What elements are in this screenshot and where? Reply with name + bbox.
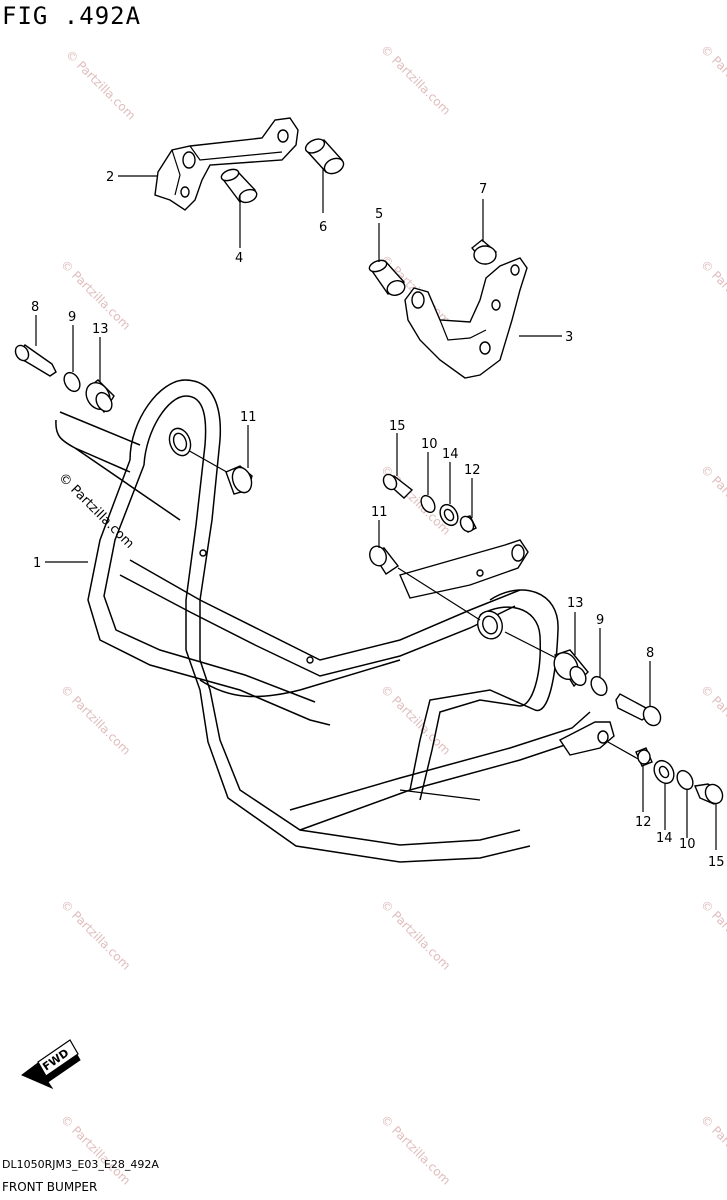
callout-1: 1	[33, 556, 41, 571]
bracket-part-3	[404, 257, 528, 379]
callout-12-lower: 12	[635, 815, 652, 830]
right-upper-hardware	[382, 473, 477, 533]
right-lower-hardware	[607, 741, 724, 805]
callout-11-right: 11	[371, 505, 388, 520]
callout-11-left: 11	[240, 410, 257, 425]
figure-title: FIG .492A	[2, 2, 142, 30]
watermark: © Partzilla.com	[58, 897, 133, 972]
watermark: © Partzilla.com	[698, 42, 727, 117]
callout-6: 6	[319, 220, 327, 235]
callout-10-lower: 10	[679, 837, 696, 852]
watermark: © Partzilla.com	[378, 897, 453, 972]
watermark: © Partzilla.com	[63, 47, 138, 122]
callout-8-right: 8	[646, 646, 654, 661]
watermark: © Partzilla.com	[698, 682, 727, 757]
callout-10-upper: 10	[421, 437, 438, 452]
right-middle-hardware	[504, 631, 662, 727]
spacer-part-5	[368, 259, 406, 296]
callout-12-upper: 12	[464, 463, 481, 478]
callout-8-left: 8	[31, 300, 39, 315]
bracket-part-2	[154, 117, 299, 211]
bumper-frame-part-1	[55, 379, 615, 863]
watermark: © Partzilla.com	[378, 682, 453, 757]
callout-14-lower: 14	[656, 831, 673, 846]
callout-3: 3	[565, 330, 573, 345]
callout-5: 5	[375, 207, 383, 222]
callout-7: 7	[479, 182, 487, 197]
diagram-caption: FRONT BUMPER	[2, 1180, 98, 1194]
leader-lines	[35, 168, 717, 850]
watermark: © Partzilla.com	[58, 1112, 133, 1187]
spacer-part-7	[470, 239, 497, 266]
spacer-part-4	[220, 168, 258, 204]
callout-13-right: 13	[567, 596, 584, 611]
callout-15-upper: 15	[389, 419, 406, 434]
watermarks: © Partzilla.com © Partzilla.com © Partzi…	[55, 42, 727, 1187]
watermark: © Partzilla.com	[698, 897, 727, 972]
watermark: © Partzilla.com	[698, 257, 727, 332]
watermark: © Partzilla.com	[378, 1112, 453, 1187]
collar-part-11-right	[369, 545, 481, 621]
callout-9-left: 9	[68, 310, 76, 325]
spacer-part-6	[304, 138, 345, 175]
watermark: © Partzilla.com	[378, 462, 453, 537]
callout-15-lower: 15	[708, 855, 725, 870]
model-code: DL1050RJM3_E03_E28_492A	[2, 1158, 159, 1171]
watermark: © Partzilla.com	[378, 42, 453, 117]
watermark: © Partzilla.com	[698, 1112, 727, 1187]
callout-4: 4	[235, 251, 243, 266]
callouts: 2 4 6 5 7 3 8 9 13 11 1 15 10 14 12 11 1…	[31, 170, 725, 870]
callout-9-right: 9	[596, 613, 604, 628]
callout-13-left: 13	[92, 322, 109, 337]
callout-2: 2	[106, 170, 114, 185]
callout-14-upper: 14	[442, 447, 459, 462]
left-hardware	[14, 344, 115, 414]
watermark: © Partzilla.com	[58, 682, 133, 757]
watermark: © Partzilla.com	[698, 462, 727, 537]
fwd-arrow-icon: FWD	[21, 1039, 81, 1090]
